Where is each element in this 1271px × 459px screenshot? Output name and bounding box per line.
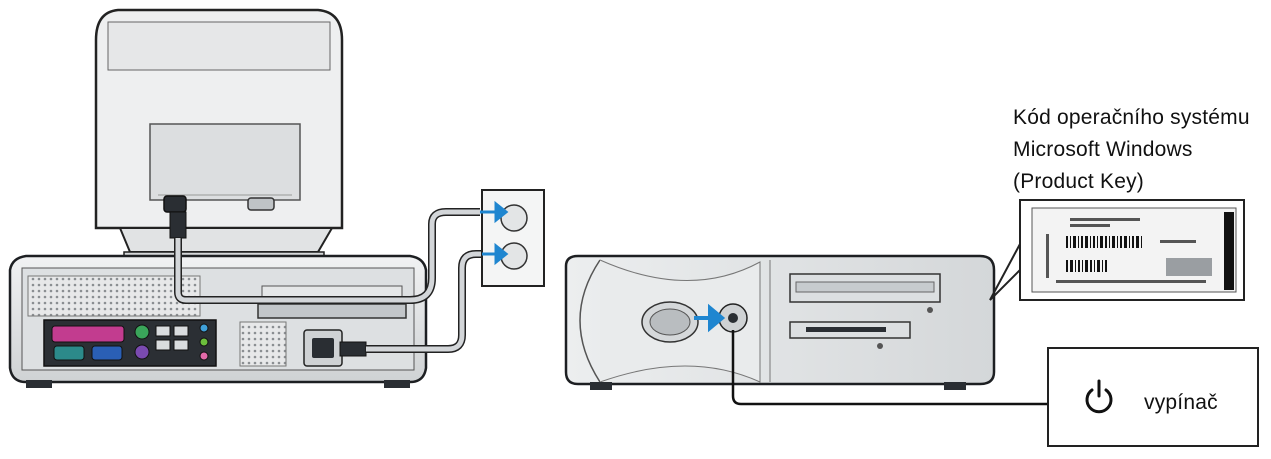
desktop-rear-view — [10, 256, 426, 388]
product-key-title-line2: Microsoft Windows — [1013, 136, 1193, 164]
usb-port — [156, 340, 170, 350]
monitor-power-plug — [170, 212, 186, 238]
usb-port — [174, 326, 188, 336]
power-plug — [340, 342, 366, 356]
vga-port — [92, 346, 122, 360]
monitor-power-port — [164, 196, 186, 212]
outlet-socket — [501, 205, 527, 231]
monitor-video-port — [248, 198, 274, 210]
ps2-keyboard-port — [135, 345, 149, 359]
wall-outlet — [480, 190, 544, 286]
power-switch-label: vypínač — [1144, 389, 1218, 417]
audio-line-in — [200, 324, 208, 332]
crt-monitor — [96, 10, 342, 262]
desktop-front-view — [566, 256, 994, 390]
audio-mic — [200, 352, 208, 360]
product-key-title-line3: (Product Key) — [1013, 168, 1144, 196]
parallel-port — [52, 326, 124, 342]
product-key-title-line1: Kód operačního systému — [1013, 104, 1250, 132]
usb-port — [174, 340, 188, 350]
ps2-mouse-port — [135, 325, 149, 339]
audio-line-out — [200, 338, 208, 346]
serial-port — [54, 346, 84, 360]
usb-port — [156, 326, 170, 336]
product-key-callout — [990, 200, 1244, 300]
